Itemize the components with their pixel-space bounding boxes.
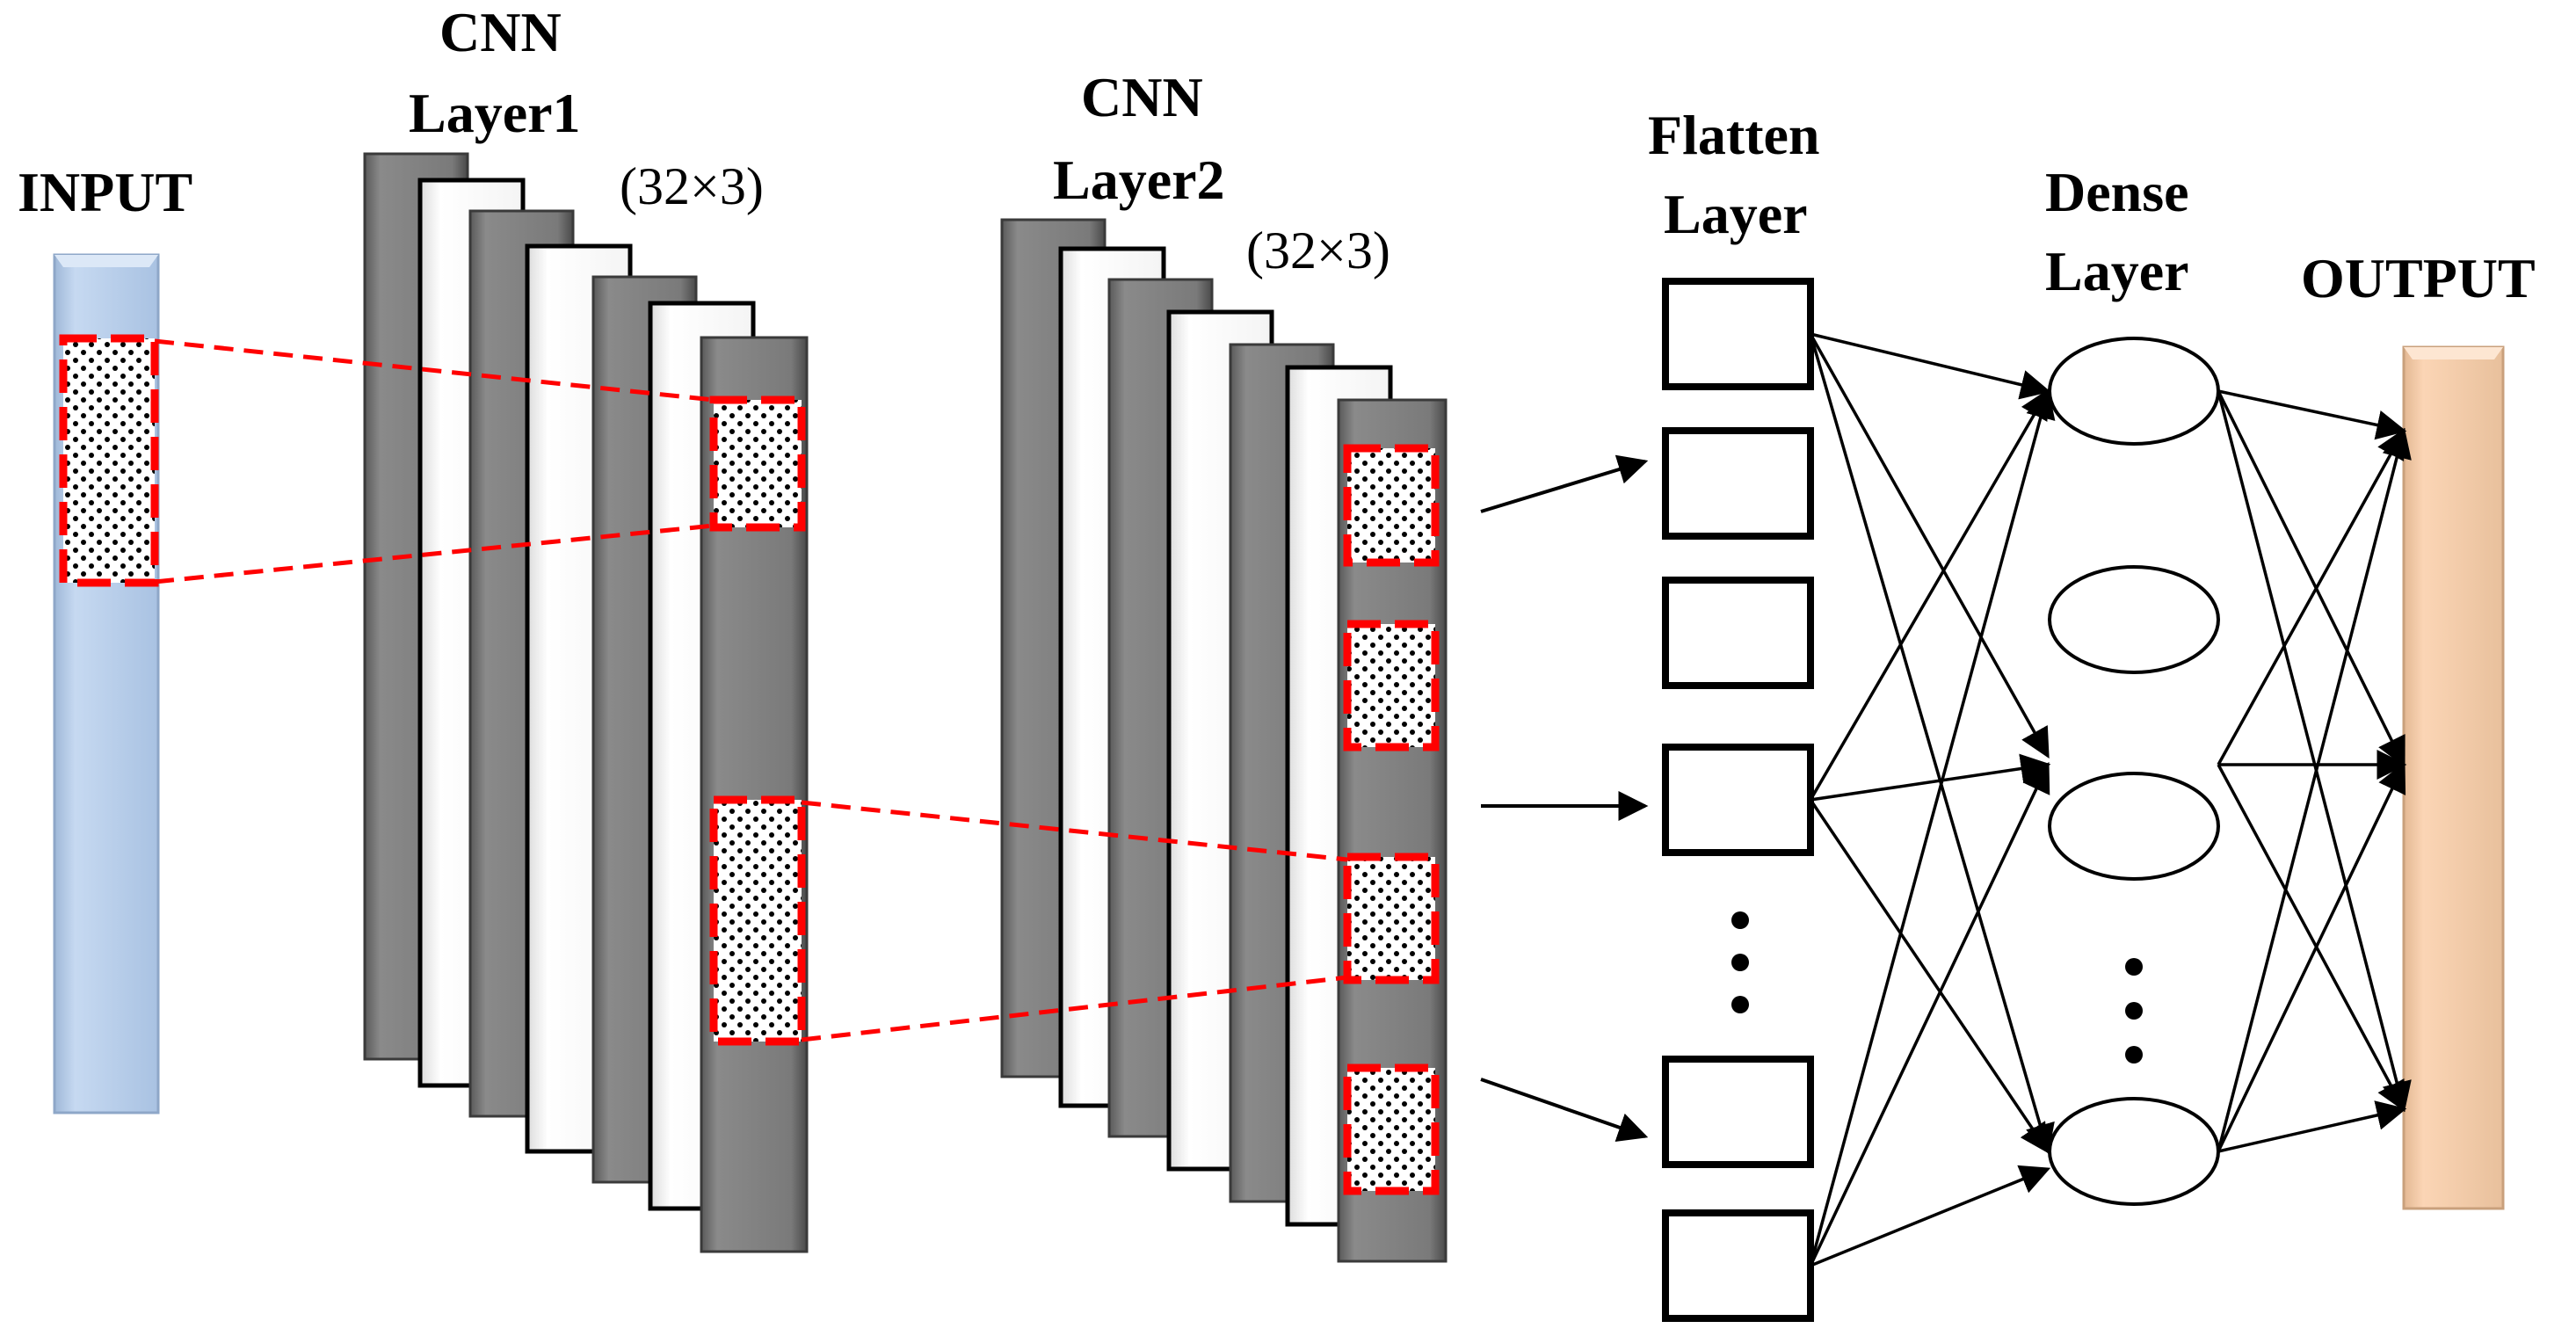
cnn-to-flatten-arrows — [1480, 454, 1649, 1143]
dense-layer — [2048, 337, 2220, 1206]
flatten-unit-4 — [1662, 744, 1814, 856]
dense-unit-2 — [2048, 565, 2220, 674]
cnn1-label-line1: CNN — [439, 1, 562, 63]
output-label: OUTPUT — [2301, 247, 2536, 309]
flatten-unit-3 — [1662, 577, 1814, 689]
flatten-unit-6 — [1662, 1209, 1814, 1322]
cnn2-label-line2: Layer2 — [1053, 149, 1225, 211]
dense-unit-4 — [2048, 1097, 2220, 1206]
cnn2-feature-2 — [1343, 620, 1440, 751]
cnn1-label-line2: Layer1 — [409, 82, 581, 144]
flatten-unit-5 — [1662, 1056, 1814, 1168]
flatten-to-dense-connections — [1809, 332, 2056, 1267]
dense-label-line2: Layer — [2045, 240, 2189, 302]
cnn2-feature-3 — [1343, 853, 1440, 984]
input-receptive-field — [59, 334, 159, 587]
cnn1-receptive-field-top — [709, 396, 806, 532]
cnn2-shape-label: (32×3) — [1246, 221, 1390, 279]
dense-ellipsis — [2125, 958, 2143, 1064]
output-vector — [2402, 345, 2505, 1210]
dense-unit-1 — [2048, 337, 2220, 446]
cnn1-receptive-field-bottom — [709, 795, 806, 1046]
flatten-ellipsis — [1731, 911, 1749, 1013]
dense-label-line1: Dense — [2045, 161, 2189, 223]
flatten-label-line2: Layer — [1664, 183, 1808, 245]
cnn2-label-line1: CNN — [1081, 66, 1203, 128]
cnn2-feature-1 — [1343, 444, 1440, 567]
cnn-layer1-filters — [363, 152, 809, 1253]
flatten-unit-2 — [1662, 427, 1814, 540]
cnn1-shape-label: (32×3) — [620, 157, 764, 215]
cnn2-feature-4 — [1343, 1064, 1440, 1195]
flatten-label-line1: Flatten — [1648, 104, 1820, 166]
flatten-layer — [1662, 278, 1814, 1322]
dense-to-output-connections — [2217, 389, 2412, 1153]
flatten-unit-1 — [1662, 278, 1814, 390]
receptive-field-projections — [154, 338, 1348, 1042]
dense-unit-3 — [2048, 772, 2220, 881]
input-label: INPUT — [18, 161, 192, 223]
